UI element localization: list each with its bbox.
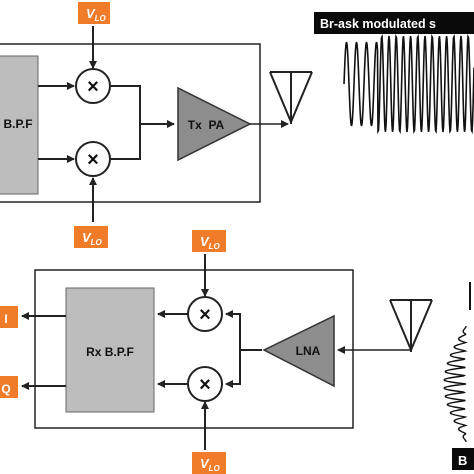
bottom-right-label-bg	[452, 448, 474, 470]
tx-bpf-block	[0, 55, 39, 195]
rx-lo-label-top: VLO	[200, 234, 221, 251]
tx-mixer-top-symbol: ×	[87, 76, 99, 98]
received-waveform	[443, 325, 468, 443]
rx-output-q-label: Q	[1, 382, 10, 396]
tx-lo-label-top: VLO	[86, 6, 107, 23]
tx-mixer-bottom-out	[110, 124, 141, 160]
tx-lo-label-bottom-bg	[74, 226, 108, 248]
rx-antenna-icon	[389, 299, 433, 352]
rx-lo-label-top-bg	[192, 230, 226, 252]
rx-enclosure	[34, 269, 354, 429]
bottom-right-label: B	[458, 453, 467, 468]
waveform-title-bg	[314, 12, 474, 34]
waveform-title: Br-ask modulated s	[320, 17, 436, 31]
waveform-panel: Br-ask modulated s	[314, 12, 474, 135]
rx-section: Rx B.P.F VLO VLO × × LNA	[0, 230, 433, 474]
rx-lna-to-mixer-bottom	[225, 350, 241, 388]
tx-mixer-top-out	[110, 85, 141, 124]
tx-pa-label: Tx PA	[188, 118, 225, 132]
br-ask-waveform	[343, 33, 474, 135]
rx-output-q-bg	[0, 376, 18, 398]
tx-lo-label-bottom: VLO	[82, 230, 103, 247]
rx-lna-label: LNA	[296, 344, 321, 358]
tx-mixer-bottom-symbol: ×	[87, 149, 99, 171]
rx-lo-label-bottom-bg	[192, 452, 226, 474]
tx-antenna-icon	[269, 71, 313, 124]
rx-output-i-label: I	[4, 312, 7, 326]
rx-waveform-partial: B	[443, 282, 474, 470]
rx-output-i-bg	[0, 306, 18, 328]
rx-lna-triangle	[262, 314, 335, 388]
rx-bpf-label: Rx B.P.F	[86, 345, 134, 359]
rx-mixer-top-symbol: ×	[199, 304, 211, 326]
tx-bpf-label: B.P.F	[3, 117, 32, 131]
tx-pa-triangle	[177, 86, 252, 162]
rx-bpf-block	[65, 287, 155, 413]
tx-enclosure	[0, 43, 261, 203]
rx-lo-label-bottom: VLO	[200, 456, 221, 473]
rx-mixer-bottom-symbol: ×	[199, 374, 211, 396]
rx-lna-to-mixer-top	[225, 310, 262, 351]
tx-lo-label-top-bg	[78, 2, 110, 24]
tx-section: B.P.F VLO VLO × × Tx PA	[0, 2, 313, 248]
